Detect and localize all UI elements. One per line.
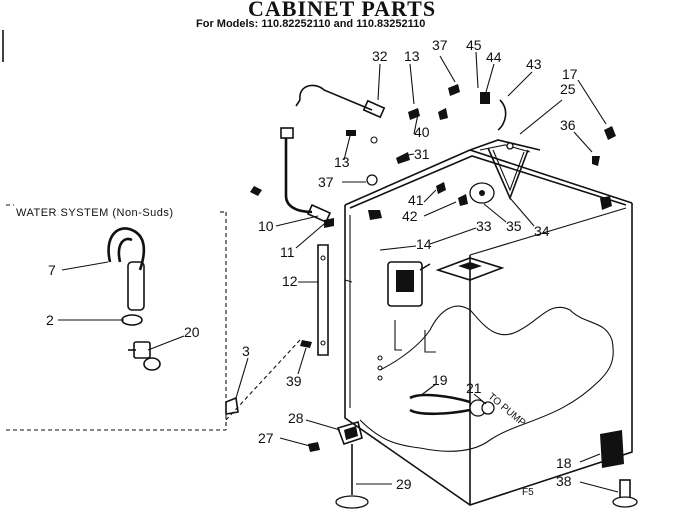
cabinet-body	[344, 149, 633, 506]
callout-18: 18	[556, 455, 572, 471]
callout-43: 43	[526, 56, 542, 72]
leader-lines	[58, 51, 619, 493]
rear-bracket-part-18	[600, 430, 624, 468]
leveling-leg-part-28-29	[335, 420, 369, 509]
callout-33: 33	[476, 218, 492, 234]
drain-hose-part-19	[409, 393, 495, 417]
callout-31: 31	[414, 146, 430, 162]
clip-part-27	[308, 442, 320, 452]
callout-45: 45	[466, 37, 482, 53]
callout-39: 39	[286, 373, 302, 389]
callout-42: 42	[402, 208, 418, 224]
model-numbers: For Models: 110.82252110 and 110.8325211…	[196, 18, 426, 30]
callout-25: 25	[560, 81, 576, 97]
water-system-label: WATER SYSTEM (Non-Suds)	[16, 207, 174, 219]
pressure-switch-part-35	[469, 182, 495, 204]
valve-part-20	[128, 341, 161, 371]
callout-37: 37	[432, 37, 448, 53]
callout-3: 3	[242, 343, 250, 359]
diagram-title: CABINET PARTS	[248, 0, 437, 21]
fasteners	[225, 84, 616, 415]
callout-2: 2	[46, 312, 54, 328]
callout-36: 36	[560, 117, 576, 133]
callout-12: 12	[282, 273, 298, 289]
callout-11: 11	[280, 244, 295, 260]
callout-20: 20	[184, 324, 200, 340]
callout-34: 34	[534, 223, 550, 239]
callout-38: 38	[556, 473, 572, 489]
callout-44: 44	[486, 49, 502, 65]
callout-37-lower: 37	[318, 174, 334, 190]
callout-17: 17	[562, 66, 578, 82]
callout-13-lower: 13	[334, 154, 350, 170]
callout-27: 27	[258, 430, 274, 446]
figure-code: F5	[522, 487, 534, 498]
callout-35: 35	[506, 218, 522, 234]
callout-14: 14	[416, 236, 432, 252]
callout-7: 7	[48, 262, 56, 278]
clamp-part-2	[121, 314, 143, 326]
callout-28: 28	[288, 410, 304, 426]
callout-13: 13	[404, 48, 420, 64]
hose-part-7	[107, 227, 146, 311]
control-block-part-33	[387, 261, 431, 307]
callout-40: 40	[414, 124, 430, 140]
callout-21: 21	[466, 380, 482, 396]
callout-41: 41	[408, 192, 424, 208]
callout-32: 32	[372, 48, 388, 64]
callout-29: 29	[396, 476, 412, 492]
callout-19: 19	[432, 372, 448, 388]
side-brace-part-12	[317, 244, 329, 356]
callout-10: 10	[258, 218, 274, 234]
hose-part-32	[295, 84, 386, 144]
pump-mount-bracket	[435, 257, 505, 281]
water-system-box	[6, 204, 301, 431]
rear-leg-part-38	[612, 479, 638, 508]
